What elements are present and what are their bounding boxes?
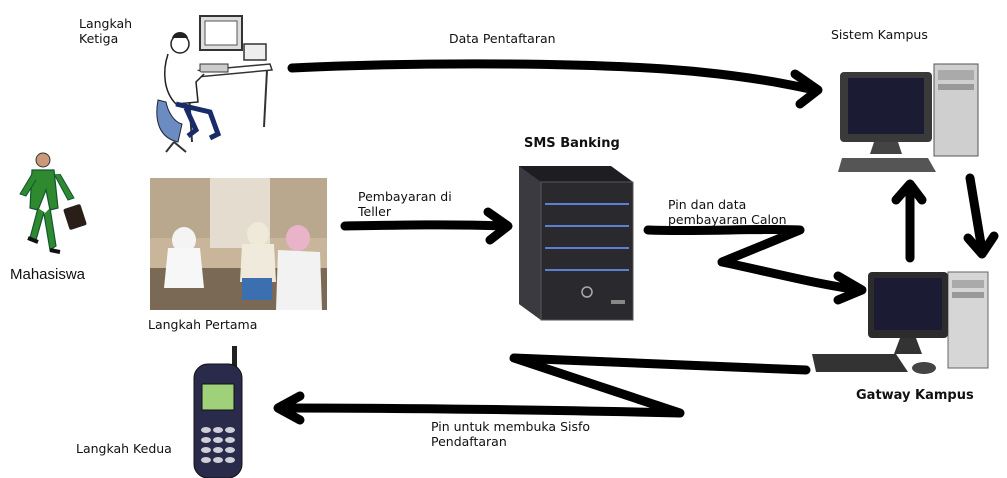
student-label: Mahasiswa: [10, 266, 86, 283]
pin-open-sisfo-label: Pin untuk membuka Sisfo Pendaftaran: [431, 419, 591, 449]
step-one-label: Langkah Pertama: [148, 317, 258, 332]
payment-teller-label: Pembayaran di Teller: [358, 189, 452, 219]
arrow-registration-data: [287, 59, 820, 95]
mobile-phone: [193, 346, 243, 478]
arrow-payment-teller: [340, 220, 510, 231]
arrow-payment-head: [483, 207, 513, 245]
arrow-pin-sisfo: [277, 353, 811, 418]
arrow-system-down: [965, 173, 987, 255]
campus-system-computer: [838, 63, 979, 172]
step-three-label: Langkah Ketiga: [79, 16, 133, 46]
sms-banking-server: [519, 166, 634, 321]
arrow-pin-payment: [643, 224, 865, 295]
campus-system-label: Sistem Kampus: [831, 27, 928, 42]
teller-photo: [150, 178, 327, 310]
arrow-pin-payment-head: [833, 271, 867, 305]
arrow-registration-head: [790, 69, 823, 109]
student-figure: [19, 152, 87, 254]
pin-payment-data-label: Pin dan data pembayaran Calon: [668, 197, 787, 227]
arrow-system-down-head: [963, 231, 999, 259]
arrow-pin-sisfo-head: [273, 391, 305, 425]
computer-user-illustration: [156, 15, 274, 153]
campus-gateway-computer: [812, 271, 989, 374]
registration-data-label: Data Pentaftaran: [449, 31, 556, 46]
campus-gateway-label: Gatway Kampus: [856, 388, 974, 403]
sms-banking-label: SMS Banking: [524, 136, 620, 151]
step-two-label: Langkah Kedua: [76, 441, 172, 456]
arrow-gateway-up-head: [891, 179, 927, 205]
